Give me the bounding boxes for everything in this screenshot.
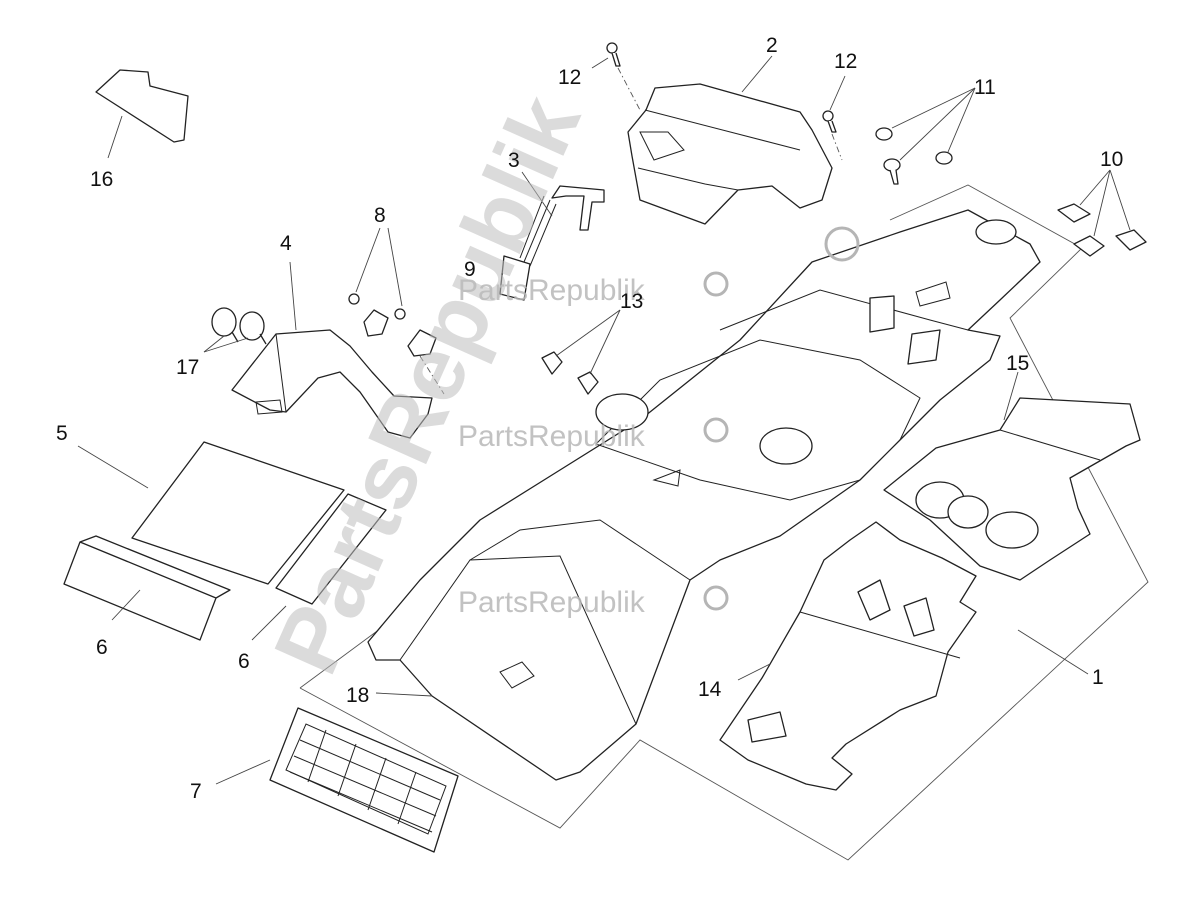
callout-4: 4 bbox=[280, 232, 292, 255]
part-4-bracket bbox=[231, 261, 433, 439]
part-13-nuts bbox=[541, 309, 621, 395]
callout-14: 14 bbox=[698, 678, 722, 701]
callout-17: 17 bbox=[176, 356, 199, 379]
part-16-cover bbox=[95, 69, 189, 159]
callout-3: 3 bbox=[508, 149, 520, 172]
part-12-screws bbox=[591, 42, 846, 161]
part-14-liner bbox=[719, 521, 977, 791]
callout-2: 2 bbox=[766, 34, 778, 57]
part-10-clips bbox=[1057, 169, 1147, 257]
part-15-pad bbox=[883, 371, 1141, 581]
watermark-text-2: PartsRepublik bbox=[458, 420, 646, 453]
callout-6a: 6 bbox=[96, 636, 108, 659]
callout-12a: 12 bbox=[558, 66, 581, 89]
part-2-tail-cover bbox=[627, 55, 833, 225]
callout-18: 18 bbox=[346, 684, 369, 707]
watermark-text-3: PartsRepublik bbox=[458, 586, 646, 619]
gear-icon bbox=[703, 226, 860, 611]
callout-6b: 6 bbox=[238, 650, 250, 673]
part-5-panel bbox=[77, 441, 345, 585]
callout-9: 9 bbox=[464, 258, 476, 281]
callout-labels: 1 2 3 4 5 6 6 7 8 9 10 11 12 12 13 14 15… bbox=[56, 34, 1123, 803]
callout-12b: 12 bbox=[834, 50, 857, 73]
part-8-clips bbox=[348, 227, 445, 395]
part-3-cable bbox=[499, 171, 605, 301]
leader-1 bbox=[1017, 629, 1089, 675]
part-17-plugs bbox=[203, 307, 267, 353]
watermark-text-1: PartsRepublik bbox=[458, 274, 646, 307]
part-11-screws bbox=[875, 87, 976, 185]
part-6-strips bbox=[63, 493, 387, 641]
part-18-undertray bbox=[367, 209, 1041, 781]
callout-11: 11 bbox=[974, 76, 996, 99]
callout-5: 5 bbox=[56, 422, 68, 445]
callout-7: 7 bbox=[190, 780, 202, 803]
callout-8: 8 bbox=[374, 204, 386, 227]
callout-16: 16 bbox=[90, 168, 113, 191]
callout-15: 15 bbox=[1006, 352, 1029, 375]
callout-13: 13 bbox=[620, 290, 643, 313]
part-7-grille bbox=[215, 707, 459, 853]
callout-10: 10 bbox=[1100, 148, 1123, 171]
callout-1: 1 bbox=[1092, 666, 1104, 689]
